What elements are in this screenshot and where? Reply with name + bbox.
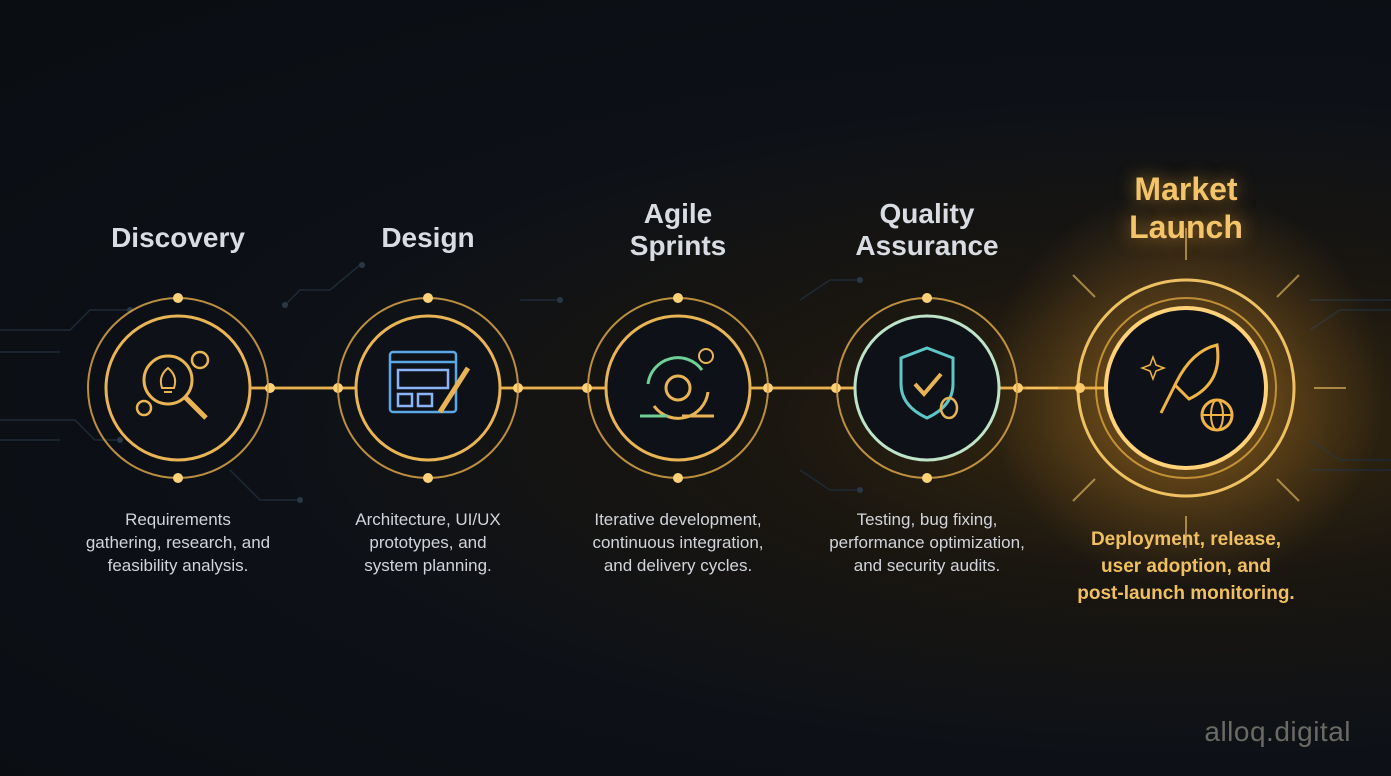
shield-check-bug-icon — [899, 346, 959, 420]
stage-title: Design — [381, 222, 475, 253]
stage-description: Testing, bug fixing, performance optimiz… — [829, 510, 1025, 575]
stage-ring — [87, 293, 269, 483]
brand-watermark: alloq.digital — [1204, 716, 1351, 747]
stage-ring — [836, 293, 1018, 483]
stage-description: Requirements gathering, research, and fe… — [85, 510, 271, 575]
stage-title: Quality Assurance — [855, 198, 999, 261]
stage-ring — [587, 293, 769, 483]
stage-description: Deployment, release, user adoption, and … — [1077, 529, 1295, 604]
rocket-globe-icon — [1139, 343, 1234, 432]
stage-title: Agile Sprints — [629, 198, 727, 261]
stage-description: Architecture, UI/UX prototypes, and syst… — [355, 510, 501, 575]
stage-title: Discovery — [111, 222, 245, 253]
stage-ring — [1076, 278, 1296, 498]
stage-ring — [337, 293, 519, 483]
cycle-gears-icon — [640, 348, 714, 420]
lightbulb-magnifier-gear-icon — [135, 350, 210, 420]
stage-title: Market Launch — [1129, 171, 1243, 245]
stage-description: Iterative development, continuous integr… — [592, 510, 764, 575]
wireframe-pencil-icon — [388, 350, 471, 414]
launch-rays — [1026, 228, 1346, 548]
